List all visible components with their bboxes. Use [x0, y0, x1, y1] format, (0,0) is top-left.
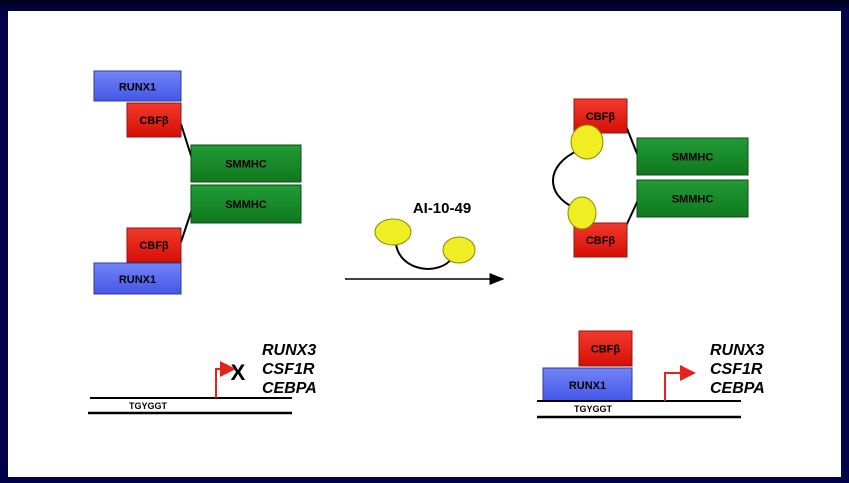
- gene-label-1: RUNX3: [262, 342, 316, 359]
- dna-left: TGYGGT X RUNX3 CSF1R CEBPA: [88, 342, 317, 415]
- cbfb-box-top-right: CBFβ: [573, 98, 628, 134]
- smmhc-box-bottom: SMMHC: [190, 184, 302, 224]
- cbfb-box-bottom: CBFβ: [126, 227, 182, 263]
- smmhc-box-top-right: SMMHC: [636, 137, 749, 176]
- runx1-box-bottom: RUNX1: [93, 262, 182, 295]
- smmhc-box-top: SMMHC: [190, 144, 302, 183]
- compound-ball-right: [442, 236, 476, 264]
- top-shade: [0, 0, 849, 11]
- smmhc-box-bottom-right: SMMHC: [636, 179, 749, 218]
- smmhc-label: SMMHC: [225, 199, 267, 211]
- smmhc-label: SMMHC: [225, 159, 267, 171]
- gene-label-2: CSF1R: [262, 361, 315, 378]
- runx1-label: RUNX1: [569, 380, 606, 392]
- smmhc-label: SMMHC: [672, 194, 714, 206]
- cbfb-label: CBFβ: [586, 235, 616, 247]
- cbfb-label: CBFβ: [586, 111, 616, 123]
- compound-label: AI-10-49: [413, 200, 471, 217]
- compound-linker: [395, 243, 453, 270]
- motif-label: TGYGGT: [129, 401, 168, 411]
- smmhc-label: SMMHC: [672, 152, 714, 164]
- gene-label-3: CEBPA: [710, 380, 765, 397]
- left-complex: RUNX1 CBFβ SMMHC SMMHC CBFβ RUNX1: [93, 70, 302, 295]
- linker-top-right: [625, 125, 639, 157]
- promoter-arrow-left: [215, 361, 236, 398]
- compound-ball-left: [374, 218, 412, 246]
- gene-label-2: CSF1R: [710, 361, 763, 378]
- cbfb-box-dna: CBFβ: [578, 330, 633, 367]
- right-complex: CBFβ SMMHC SMMHC CBFβ: [552, 98, 749, 258]
- bound-compound-linker: [552, 149, 580, 209]
- gene-label-1: RUNX3: [710, 342, 764, 359]
- blocked-x-mark: X: [231, 360, 246, 385]
- compound: AI-10-49: [374, 200, 476, 270]
- cbfb-label: CBFβ: [139, 115, 169, 127]
- runx1-label: RUNX1: [119, 274, 156, 286]
- bound-compound-ball-top: [570, 124, 604, 160]
- cbfb-label: CBFβ: [139, 240, 169, 252]
- dna-right: CBFβ RUNX1 TGYGGT RUNX3 CSF1R CEBPA: [537, 330, 765, 419]
- promoter-arrow-right: [664, 365, 696, 401]
- runx1-label: RUNX1: [119, 82, 156, 94]
- gene-label-3: CEBPA: [262, 380, 317, 397]
- bound-compound-ball-bottom: [567, 196, 597, 230]
- cbfb-box-top: CBFβ: [126, 102, 182, 138]
- cbfb-label: CBFβ: [591, 344, 621, 356]
- linker-bottom-right: [625, 199, 639, 227]
- runx1-box-top: RUNX1: [93, 70, 182, 102]
- runx1-box-dna: RUNX1: [542, 367, 633, 402]
- motif-label: TGYGGT: [574, 404, 613, 414]
